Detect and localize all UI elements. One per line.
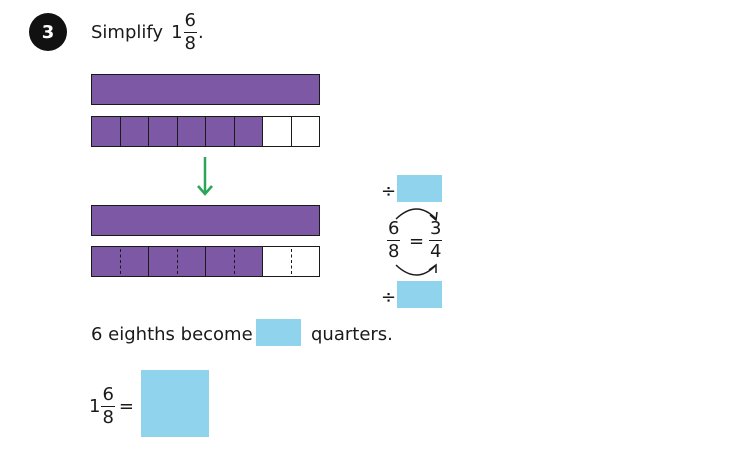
sentence-part-1: 6 eighths become: [91, 324, 253, 345]
divisor-box-bottom[interactable]: [397, 281, 442, 308]
eighth-cell: [292, 117, 320, 146]
prompt-numerator: 6: [183, 9, 197, 33]
right-numerator: 3: [429, 218, 443, 241]
prompt-fraction: 6 8: [183, 9, 197, 54]
whole-bar-bottom: [91, 205, 320, 236]
eighth-cell: [120, 117, 149, 146]
eighth-cell: [177, 117, 206, 146]
quarter-cell: [92, 247, 149, 276]
left-fraction: 6 8: [387, 218, 401, 262]
eighth-cell: [92, 117, 121, 146]
quarter-cell: [206, 247, 263, 276]
prompt-denominator: 8: [184, 32, 196, 54]
quarters-bar: [91, 246, 320, 277]
down-arrow-icon: [197, 157, 213, 196]
eighth-cell: [234, 117, 263, 146]
divide-operator-bottom: ÷: [381, 287, 397, 308]
prompt-trailing: .: [197, 21, 204, 43]
equals-sign: =: [409, 231, 425, 252]
sentence-part-2: quarters.: [311, 324, 393, 345]
right-denominator: 4: [430, 241, 442, 262]
answer-denominator: 8: [102, 407, 114, 428]
question-prompt: Simplify 1 6 8 .: [91, 9, 204, 54]
eighth-cell: [206, 117, 235, 146]
answer-equals: =: [118, 396, 134, 417]
final-answer-box[interactable]: [141, 370, 209, 437]
right-fraction: 3 4: [429, 218, 443, 262]
sentence-answer-box[interactable]: [256, 319, 301, 346]
answer-whole: 1: [89, 396, 101, 417]
quarter-cell: [263, 247, 319, 276]
arc-arrows-icon: [395, 208, 438, 276]
question-number: 3: [29, 13, 67, 51]
divisor-box-top[interactable]: [397, 175, 442, 202]
divide-operator-top: ÷: [381, 181, 397, 202]
left-numerator: 6: [387, 218, 401, 241]
prompt-text: Simplify: [91, 21, 164, 43]
eighths-bar: [91, 116, 320, 147]
eighth-cell: [263, 117, 292, 146]
quarter-cell: [149, 247, 206, 276]
whole-bar-top: [91, 74, 320, 105]
prompt-whole: 1: [171, 21, 183, 43]
left-denominator: 8: [388, 241, 400, 262]
answer-numerator: 6: [101, 384, 115, 407]
answer-fraction: 6 8: [101, 384, 115, 428]
eighth-cell: [149, 117, 178, 146]
answer-expression: 1 6 8 =: [89, 386, 134, 427]
